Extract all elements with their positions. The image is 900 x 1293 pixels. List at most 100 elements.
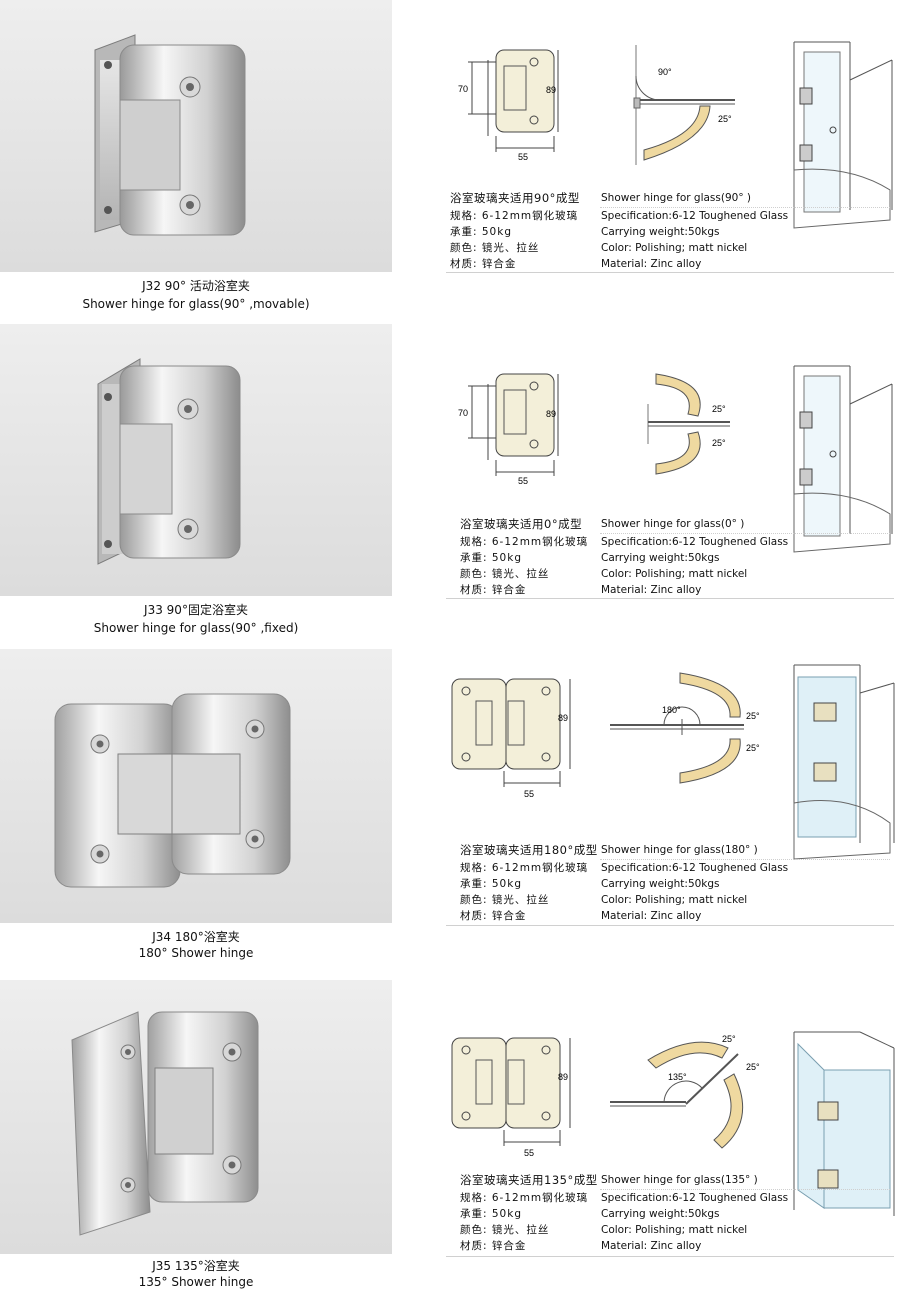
- spec-title-cn-j33: 浴室玻璃夹适用0°成型: [460, 517, 583, 531]
- dim-height-label: 89: [558, 1072, 568, 1082]
- dim-width-label: 55: [524, 789, 534, 799]
- spec-cn-2-j34: 颜色: 镜光、拉丝: [460, 894, 550, 906]
- dim-height-label: 89: [546, 409, 556, 419]
- spec-cn-1-j34: 承重: 50kg: [460, 878, 522, 890]
- spec-en-1-j35: Carrying weight:50kgs: [601, 1208, 720, 1220]
- angle-drawing-j34: 180° 25° 25°: [610, 672, 760, 784]
- section-divider: [446, 925, 894, 926]
- installation-drawing-j32: [793, 41, 893, 229]
- dim-width-label: 55: [518, 152, 528, 162]
- spec-en-3-j34: Material: Zinc alloy: [601, 910, 702, 922]
- installation-drawing-j35: [793, 1031, 895, 1216]
- spec-en-3-j33: Material: Zinc alloy: [601, 584, 702, 596]
- spec-cn-1-j35: 承重: 50kg: [460, 1208, 522, 1220]
- spec-cn-1-j32: 承重: 50kg: [450, 226, 512, 238]
- spec-cn-3-j35: 材质: 锌合金: [460, 1240, 527, 1252]
- spec-cn-2-j32: 颜色: 镜光、拉丝: [450, 242, 540, 254]
- dim-width-label: 55: [524, 1148, 534, 1158]
- spec-en-0-j34: Specification:6-12 Toughened Glass: [601, 862, 789, 874]
- spec-cn-1-j33: 承重: 50kg: [460, 552, 522, 564]
- spec-divider: [600, 207, 890, 208]
- section-divider: [446, 598, 894, 599]
- spec-en-0-j35: Specification:6-12 Toughened Glass: [601, 1192, 789, 1204]
- product-j32: J32 90° 活动浴室夹 Shower hinge for glass(90°…: [0, 0, 900, 324]
- product-j33: J33 90°固定浴室夹 Shower hinge for glass(90° …: [0, 324, 900, 648]
- product-photo-j33: [0, 324, 392, 596]
- dimension-drawing-j35: 89 55: [451, 1037, 571, 1158]
- spec-en-3-j32: Material: Zinc alloy: [601, 258, 702, 270]
- spec-en-2-j32: Color: Polishing; matt nickel: [601, 242, 748, 254]
- product-name-j35: 135° Shower hinge: [138, 1275, 254, 1289]
- spec-title-cn-j32: 浴室玻璃夹适用90°成型: [450, 191, 580, 205]
- hinge-90-fixed-image: [97, 358, 241, 565]
- angle-drawing-j32: 90° 25°: [633, 45, 735, 165]
- spec-cn-3-j33: 材质: 锌合金: [460, 584, 527, 596]
- spec-title-en-j32: Shower hinge for glass(90° ): [601, 192, 752, 204]
- spec-title-en-j35: Shower hinge for glass(135° ): [601, 1174, 758, 1186]
- dim-height-label: 89: [558, 713, 568, 723]
- angle-label-180: 180°: [662, 705, 681, 715]
- spec-en-1-j32: Carrying weight:50kgs: [601, 226, 720, 238]
- angle-label-90: 90°: [658, 67, 672, 77]
- product-name-j34: 180° Shower hinge: [138, 946, 254, 960]
- product-code-j33: J33 90°固定浴室夹: [144, 603, 248, 617]
- spec-cn-0-j33: 规格: 6-12mm钢化玻璃: [460, 536, 589, 548]
- spec-cn-3-j34: 材质: 锌合金: [460, 910, 527, 922]
- product-photo-j32: [0, 0, 392, 272]
- hinge-90-movable-image: [94, 34, 246, 236]
- angle-label-25-top: 25°: [722, 1034, 736, 1044]
- spec-cn-0-j32: 规格: 6-12mm钢化玻璃: [450, 210, 579, 222]
- product-code-j34: J34 180°浴室夹: [152, 930, 240, 944]
- hinge-135-image: [71, 1011, 259, 1236]
- section-divider: [446, 272, 894, 273]
- spec-divider: [600, 1189, 890, 1190]
- product-photo-j35: [0, 980, 392, 1254]
- product-code-j35: J35 135°浴室夹: [152, 1259, 240, 1273]
- hinge-180-image: [54, 693, 291, 888]
- spec-en-2-j33: Color: Polishing; matt nickel: [601, 568, 748, 580]
- section-divider: [446, 1256, 894, 1257]
- spec-en-3-j35: Material: Zinc alloy: [601, 1240, 702, 1252]
- product-name-j33: Shower hinge for glass(90° ,fixed): [93, 621, 299, 635]
- spec-en-2-j35: Color: Polishing; matt nickel: [601, 1224, 748, 1236]
- dimension-drawing-j33: 70 89 55: [458, 373, 559, 486]
- installation-drawing-j33: [793, 365, 893, 553]
- spec-cn-0-j34: 规格: 6-12mm钢化玻璃: [460, 862, 589, 874]
- spec-en-2-j34: Color: Polishing; matt nickel: [601, 894, 748, 906]
- angle-drawing-j33: 25° 25°: [647, 373, 730, 475]
- angle-drawing-j35: 135° 25° 25°: [610, 1034, 760, 1149]
- dim-inner-label: 70: [458, 84, 468, 94]
- product-photo-j34: [0, 649, 392, 923]
- angle-label-25-side: 25°: [746, 1062, 760, 1072]
- dimension-drawing-j32: 70 89 55: [458, 49, 559, 162]
- spec-en-1-j33: Carrying weight:50kgs: [601, 552, 720, 564]
- spec-cn-2-j35: 颜色: 镜光、拉丝: [460, 1224, 550, 1236]
- angle-label-25-bottom: 25°: [712, 438, 726, 448]
- dim-inner-label: 70: [458, 408, 468, 418]
- product-j34: J34 180°浴室夹 180° Shower hinge 89 55 180°…: [0, 649, 900, 977]
- spec-en-0-j32: Specification:6-12 Toughened Glass: [601, 210, 789, 222]
- angle-label-135: 135°: [668, 1072, 687, 1082]
- product-code-j32: J32 90° 活动浴室夹: [142, 279, 250, 293]
- angle-label-25: 25°: [718, 114, 732, 124]
- spec-en-0-j33: Specification:6-12 Toughened Glass: [601, 536, 789, 548]
- spec-cn-0-j35: 规格: 6-12mm钢化玻璃: [460, 1192, 589, 1204]
- spec-title-cn-j34: 浴室玻璃夹适用180°成型: [460, 843, 598, 857]
- dim-height-label: 89: [546, 85, 556, 95]
- product-name-j32: Shower hinge for glass(90° ,movable): [82, 297, 310, 311]
- angle-label-25-top: 25°: [712, 404, 726, 414]
- spec-divider: [600, 859, 890, 860]
- spec-cn-2-j33: 颜色: 镜光、拉丝: [460, 568, 550, 580]
- spec-divider: [600, 533, 890, 534]
- angle-label-25-bottom: 25°: [746, 743, 760, 753]
- dimension-drawing-j34: 89 55: [451, 678, 571, 799]
- spec-title-cn-j35: 浴室玻璃夹适用135°成型: [460, 1173, 598, 1187]
- product-j35: J35 135°浴室夹 135° Shower hinge 89 55 135°…: [0, 980, 900, 1293]
- angle-label-25-top: 25°: [746, 711, 760, 721]
- spec-cn-3-j32: 材质: 锌合金: [450, 258, 517, 270]
- dim-width-label: 55: [518, 476, 528, 486]
- installation-drawing-j34: [793, 664, 895, 860]
- spec-title-en-j34: Shower hinge for glass(180° ): [601, 844, 758, 856]
- spec-title-en-j33: Shower hinge for glass(0° ): [601, 518, 745, 530]
- spec-en-1-j34: Carrying weight:50kgs: [601, 878, 720, 890]
